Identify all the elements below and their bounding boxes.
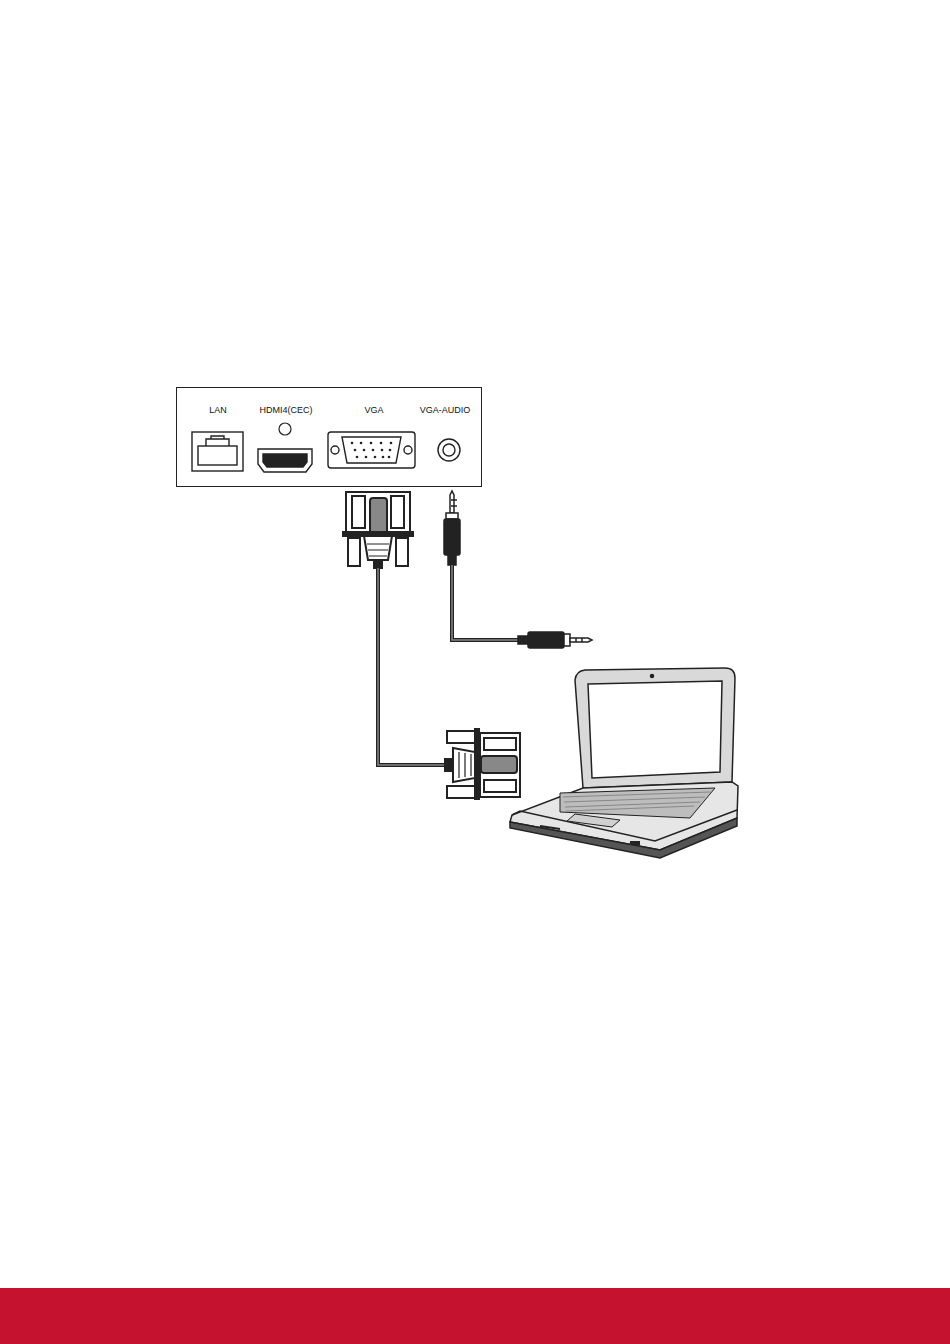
cec-indicator — [279, 423, 291, 435]
laptop — [510, 668, 738, 858]
port-label: HDMI4(CEC) — [260, 406, 313, 415]
vga-plug-top — [343, 492, 413, 568]
port-label: LAN — [209, 406, 227, 415]
vga-port — [328, 432, 415, 468]
vga-cable-core — [378, 568, 445, 765]
hdmi-port — [258, 449, 312, 472]
port-panel: LAN HDMI4(CEC) VGA VGA-AUDIO — [176, 387, 482, 487]
vga-cable — [378, 568, 445, 765]
port-label: VGA — [364, 406, 383, 415]
audio-cable — [452, 565, 518, 640]
port-label: VGA-AUDIO — [420, 406, 471, 415]
lan-port — [192, 432, 243, 471]
audio-plug-bottom — [518, 632, 592, 648]
footer-bar — [0, 1288, 950, 1344]
audio-cable-core — [452, 565, 518, 640]
audio-jack — [438, 439, 460, 461]
audio-plug-top — [444, 491, 460, 565]
vga-plug-bottom — [445, 729, 520, 799]
